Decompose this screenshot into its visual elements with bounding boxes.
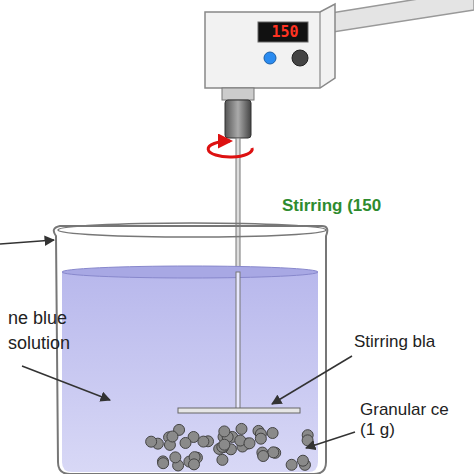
granule (146, 436, 157, 447)
granule (180, 437, 191, 448)
granule (189, 459, 200, 470)
granule (219, 426, 230, 437)
granule (158, 458, 169, 469)
granule (167, 431, 178, 442)
solution-label: ne blue solution (8, 306, 98, 356)
leader-line (22, 366, 110, 400)
chuck-collar (222, 88, 254, 100)
solution (62, 272, 318, 472)
stirring-blade (178, 408, 300, 413)
granular-cells (146, 423, 314, 471)
rotation-arrow (208, 141, 252, 157)
blade-label: Stirring bla (354, 332, 472, 352)
granule (302, 435, 313, 446)
granule (268, 447, 279, 458)
blue-button (264, 52, 276, 64)
leader-line (272, 356, 352, 404)
granule (198, 436, 209, 447)
granule (255, 433, 266, 444)
granule (244, 438, 255, 449)
display-reading: 150 (262, 22, 308, 42)
granule (267, 428, 278, 439)
granule (219, 439, 230, 450)
granule-label: Granular ce (1 g) (360, 400, 468, 441)
granule (217, 454, 228, 465)
granule (170, 452, 181, 463)
stirring-shaft (236, 138, 240, 410)
leader-line (306, 432, 355, 448)
granule (258, 451, 269, 462)
control-knob (292, 50, 308, 66)
granule (236, 423, 247, 434)
chuck (225, 100, 251, 138)
granule (297, 455, 308, 466)
granule (286, 459, 297, 470)
leader-line (0, 240, 54, 244)
display-screen (258, 22, 308, 42)
beaker (54, 226, 328, 474)
stirring-speed-label: Stirring (150 (282, 196, 472, 216)
motor-housing (205, 4, 335, 88)
